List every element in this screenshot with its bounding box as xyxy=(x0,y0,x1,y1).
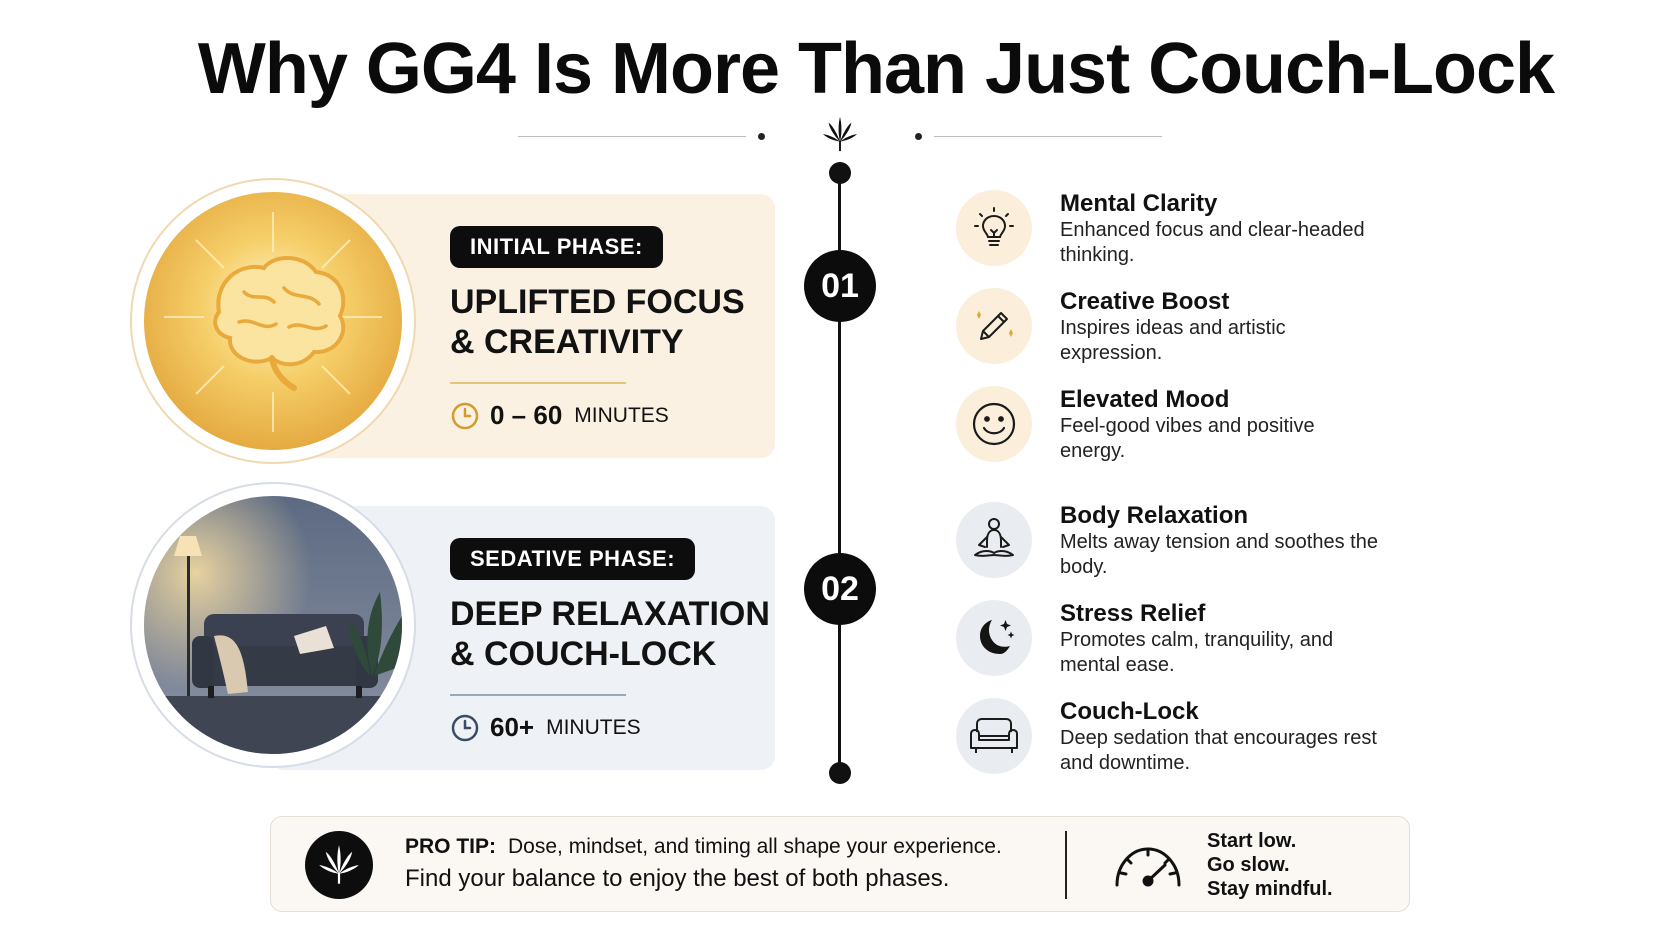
pro-tip-label: PRO TIP: xyxy=(405,835,497,858)
pro-tip-box: PRO TIP: Dose, mindset, and timing all sh… xyxy=(270,816,1410,912)
timeline-step-02: 02 xyxy=(804,553,876,625)
benefit-stress-relief: Stress Relief Promotes calm, tranquility… xyxy=(956,600,1416,684)
living-room-illustration xyxy=(144,496,402,754)
benefit-title: Mental Clarity xyxy=(1060,190,1218,217)
sedative-phase-duration: 60+ MINUTES xyxy=(450,712,641,743)
timeline-end-dot xyxy=(829,762,851,784)
benefit-description: Promotes calm, tranquility, and mental e… xyxy=(1060,629,1334,676)
sedative-phase-title-line1: DEEP RELAXATION xyxy=(450,595,770,633)
pencil-icon xyxy=(956,288,1032,364)
clock-icon xyxy=(451,402,479,429)
pro-tip-separator xyxy=(1065,831,1067,899)
benefit-description: Enhanced focus and clear-headed thinking… xyxy=(1060,219,1365,266)
smiley-icon xyxy=(956,386,1032,462)
plant-illustration xyxy=(349,592,402,676)
benefit-creative-boost: Creative Boost Inspires ideas and artist… xyxy=(956,288,1416,372)
divider-line-right xyxy=(934,136,1162,137)
sedative-phase-duration-unit: MINUTES xyxy=(546,715,641,739)
benefit-description: Inspires ideas and artistic expression. xyxy=(1060,317,1286,364)
benefit-title: Stress Relief xyxy=(1060,600,1206,627)
benefit-description: Feel-good vibes and positive energy. xyxy=(1060,415,1315,462)
divider-line-left xyxy=(518,136,746,137)
benefit-title: Couch-Lock xyxy=(1060,698,1199,725)
benefit-couch-lock: Couch-Lock Deep sedation that encourages… xyxy=(956,698,1416,782)
benefit-elevated-mood: Elevated Mood Feel-good vibes and positi… xyxy=(956,386,1416,470)
moon-icon xyxy=(956,600,1032,676)
clock-icon xyxy=(451,714,479,741)
floor-lamp-icon xyxy=(174,536,202,696)
sedative-phase-rule xyxy=(450,694,626,696)
pro-tip-line2: Find your balance to enjoy the best of b… xyxy=(405,865,950,892)
pro-tip-text: Dose, mindset, and timing all shape your… xyxy=(508,835,1002,858)
sedative-phase-title-line2: & COUCH-LOCK xyxy=(450,635,717,673)
initial-phase-label: INITIAL PHASE: xyxy=(450,226,663,268)
initial-phase-image-frame xyxy=(130,178,416,464)
benefit-description: Deep sedation that encourages rest and d… xyxy=(1060,727,1377,774)
timeline-step-01: 01 xyxy=(804,250,876,322)
brain-icon xyxy=(213,255,346,391)
divider-dot-right xyxy=(915,133,922,140)
sedative-phase-duration-value: 60+ xyxy=(490,712,535,742)
benefit-description: Melts away tension and soothes the body. xyxy=(1060,531,1378,578)
pro-tip-line1: PRO TIP: Dose, mindset, and timing all sh… xyxy=(405,835,1002,859)
benefit-mental-clarity: Mental Clarity Enhanced focus and clear-… xyxy=(956,190,1416,274)
benefit-title: Elevated Mood xyxy=(1060,386,1230,413)
page-title: Why GG4 Is More Than Just Couch-Lock xyxy=(197,29,1555,109)
initial-phase-title: UPLIFTED FOCUS & CREATIVITY xyxy=(450,282,745,362)
sedative-phase-label: SEDATIVE PHASE: xyxy=(450,538,696,580)
benefit-title: Body Relaxation xyxy=(1060,502,1249,529)
cannabis-leaf-icon xyxy=(305,831,373,899)
benefit-body-relaxation: Body Relaxation Melts away tension and s… xyxy=(956,502,1416,586)
speedometer-icon xyxy=(1115,847,1181,887)
initial-phase-duration-value: 0 – 60 xyxy=(490,400,563,430)
brain-illustration xyxy=(144,192,402,450)
divider-dot-left xyxy=(758,133,765,140)
lightbulb-icon xyxy=(956,190,1032,266)
timeline-start-dot xyxy=(829,162,851,184)
initial-phase-title-line1: UPLIFTED FOCUS xyxy=(450,283,745,321)
sedative-phase-title: DEEP RELAXATION & COUCH-LOCK xyxy=(450,594,770,674)
title-divider xyxy=(518,112,1162,162)
benefit-title: Creative Boost xyxy=(1060,288,1230,315)
initial-phase-title-line2: & CREATIVITY xyxy=(450,323,684,361)
sedative-phase-image-frame xyxy=(130,482,416,768)
initial-phase-duration: 0 – 60 MINUTES xyxy=(450,400,669,431)
meditation-icon xyxy=(956,502,1032,578)
sofa-icon xyxy=(956,698,1032,774)
timeline-line xyxy=(838,172,841,776)
initial-phase-rule xyxy=(450,382,626,384)
mantra-start-low: Start low. xyxy=(1207,830,1297,852)
mantra-go-slow: Go slow. xyxy=(1207,854,1290,876)
cannabis-leaf-icon xyxy=(822,116,858,152)
sofa-illustration xyxy=(192,614,378,698)
mantra-stay-mindful: Stay mindful. xyxy=(1207,878,1333,900)
pro-tip-mantra: Start low. Go slow. Stay mindful. xyxy=(1207,829,1333,901)
initial-phase-duration-unit: MINUTES xyxy=(574,403,669,427)
